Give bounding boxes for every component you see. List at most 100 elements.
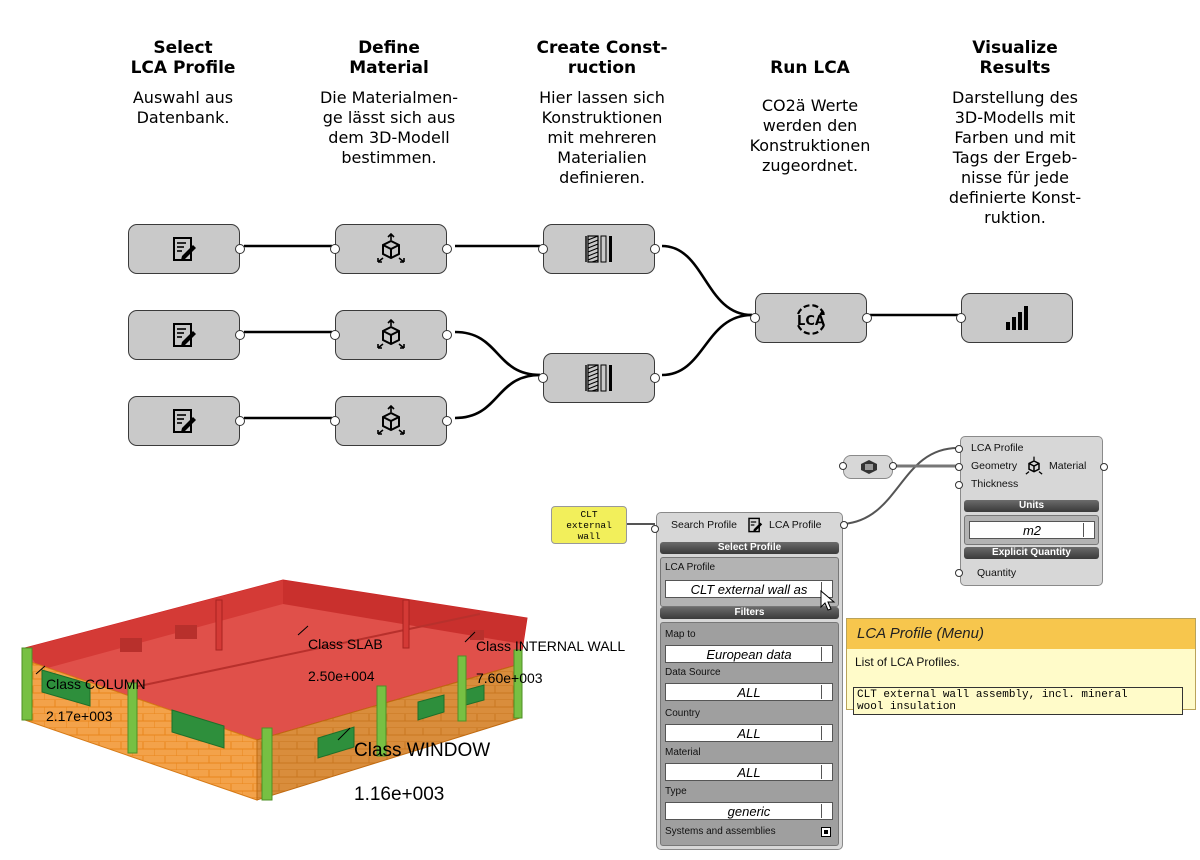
- search-profile-label: Search Profile: [671, 519, 737, 531]
- class-name: Class INTERNAL WALL: [476, 638, 626, 654]
- thickness-input-port[interactable]: [955, 481, 963, 489]
- lca-profile-input-port[interactable]: [955, 445, 963, 453]
- select-profile-section: LCA Profile CLT external wall as: [660, 557, 839, 607]
- column: [261, 727, 273, 801]
- systems-assemblies-checkbox[interactable]: [821, 827, 831, 837]
- run-lca-node[interactable]: LCA: [750, 293, 872, 343]
- input-label-lca-profile: LCA Profile: [971, 442, 1024, 454]
- lca-profile-value: CLT external wall as: [690, 582, 808, 597]
- window-interior: [175, 625, 197, 639]
- dropdown-toggle[interactable]: [821, 804, 831, 818]
- select-profile-node-3[interactable]: [128, 396, 245, 446]
- output-port[interactable]: [862, 313, 872, 323]
- dropdown-toggle[interactable]: [821, 582, 831, 596]
- class-value: 1.16e+003: [354, 784, 445, 805]
- output-port[interactable]: [442, 416, 452, 426]
- filter-label: Data Source: [665, 667, 721, 678]
- class-name: Class SLAB: [308, 636, 383, 652]
- edit-document-icon: [748, 517, 763, 533]
- step-create-construction: Create Const- ruction Hier lassen sich K…: [522, 38, 682, 188]
- output-port[interactable]: [235, 416, 245, 426]
- input-port[interactable]: [538, 244, 548, 254]
- step-title: Select LCA Profile: [130, 38, 236, 78]
- output-label-material: Material: [1049, 460, 1087, 472]
- building-3d-view: [21, 579, 528, 801]
- column: [513, 649, 523, 719]
- select-profile-component[interactable]: Search Profile LCA Profile Select Profil…: [651, 512, 848, 850]
- window: [417, 694, 445, 721]
- input-port[interactable]: [330, 244, 340, 254]
- material-component[interactable]: LCA Profile Geometry Thickness Material …: [955, 436, 1108, 586]
- column: [21, 647, 33, 721]
- column: [402, 599, 410, 649]
- lca-cycle-icon: LCA: [796, 304, 826, 335]
- construction-node-2[interactable]: [538, 353, 660, 403]
- visualize-results-node[interactable]: [956, 293, 1073, 343]
- column: [215, 599, 223, 651]
- filter-value: ALL: [737, 765, 761, 780]
- step-title: Run LCA: [770, 58, 850, 78]
- lca-profile-tooltip: LCA Profile (Menu) List of LCA Profiles.…: [846, 618, 1196, 715]
- class-value: 7.60e+003: [476, 670, 543, 686]
- input-port[interactable]: [750, 313, 760, 323]
- material-output-port[interactable]: [1100, 463, 1108, 471]
- internal-wall-label: Class INTERNAL WALL 7.60e+003: [476, 622, 625, 702]
- step-run-lca: Run LCA CO2ä Werte werden den Konstrukti…: [730, 58, 890, 176]
- output-port[interactable]: [442, 330, 452, 340]
- units-value: m2: [1022, 523, 1042, 538]
- lca-profile-output-port[interactable]: [840, 521, 848, 529]
- select-profile-node-1[interactable]: [128, 224, 245, 274]
- define-material-node-3[interactable]: [330, 396, 452, 446]
- dropdown-toggle[interactable]: [821, 726, 831, 740]
- dropdown-toggle[interactable]: [821, 647, 831, 661]
- window: [171, 709, 225, 749]
- type-dropdown[interactable]: generic: [665, 802, 833, 820]
- select-profile-node-2[interactable]: [128, 310, 245, 360]
- column: [127, 682, 138, 754]
- dropdown-toggle[interactable]: [1083, 523, 1093, 537]
- construction-node-1[interactable]: [538, 224, 660, 274]
- output-port[interactable]: [235, 330, 245, 340]
- edit-document-icon: [173, 237, 196, 261]
- select-profile-header: Select Profile: [660, 542, 839, 554]
- dropdown-toggle[interactable]: [821, 685, 831, 699]
- window-interior: [470, 630, 484, 640]
- material-dropdown[interactable]: ALL: [665, 763, 833, 781]
- input-port[interactable]: [330, 416, 340, 426]
- define-material-node-1[interactable]: [330, 224, 452, 274]
- filters-section: Map to European data Data Source ALL Cou…: [660, 622, 839, 846]
- filter-value: ALL: [737, 726, 761, 741]
- output-port[interactable]: [442, 244, 452, 254]
- output-port[interactable]: [235, 244, 245, 254]
- data-source-dropdown[interactable]: ALL: [665, 683, 833, 701]
- lca-profile-dropdown[interactable]: CLT external wall as: [665, 580, 833, 598]
- input-port[interactable]: [839, 462, 847, 470]
- mouse-cursor-icon: [820, 590, 836, 611]
- geometry-input-port[interactable]: [955, 463, 963, 471]
- step-define-material: Define Material Die Materialmen- ge läss…: [309, 38, 469, 168]
- tooltip-description: List of LCA Profiles.: [855, 655, 960, 669]
- output-port[interactable]: [650, 244, 660, 254]
- output-port[interactable]: [650, 373, 660, 383]
- search-profile-port[interactable]: [651, 525, 659, 533]
- input-port[interactable]: [330, 330, 340, 340]
- text-panel[interactable]: CLT external wall: [551, 506, 627, 544]
- window: [317, 726, 355, 759]
- edit-document-icon: [173, 409, 196, 433]
- dropdown-toggle[interactable]: [821, 765, 831, 779]
- input-port[interactable]: [538, 373, 548, 383]
- units-dropdown[interactable]: m2: [969, 521, 1095, 539]
- input-port[interactable]: [956, 313, 966, 323]
- quantity-input-port[interactable]: [955, 569, 963, 577]
- window-label: Class WINDOW 1.16e+003: [354, 718, 490, 828]
- country-dropdown[interactable]: ALL: [665, 724, 833, 742]
- bar-chart-icon: [1006, 306, 1028, 330]
- filter-label: Type: [665, 786, 687, 797]
- geometry-param[interactable]: [839, 455, 897, 479]
- step-description: Darstellung des 3D-Modells mit Farben un…: [948, 88, 1082, 227]
- map-to-dropdown[interactable]: European data: [665, 645, 833, 663]
- define-material-node-2[interactable]: [330, 310, 452, 360]
- output-port[interactable]: [889, 462, 897, 470]
- column: [457, 655, 467, 722]
